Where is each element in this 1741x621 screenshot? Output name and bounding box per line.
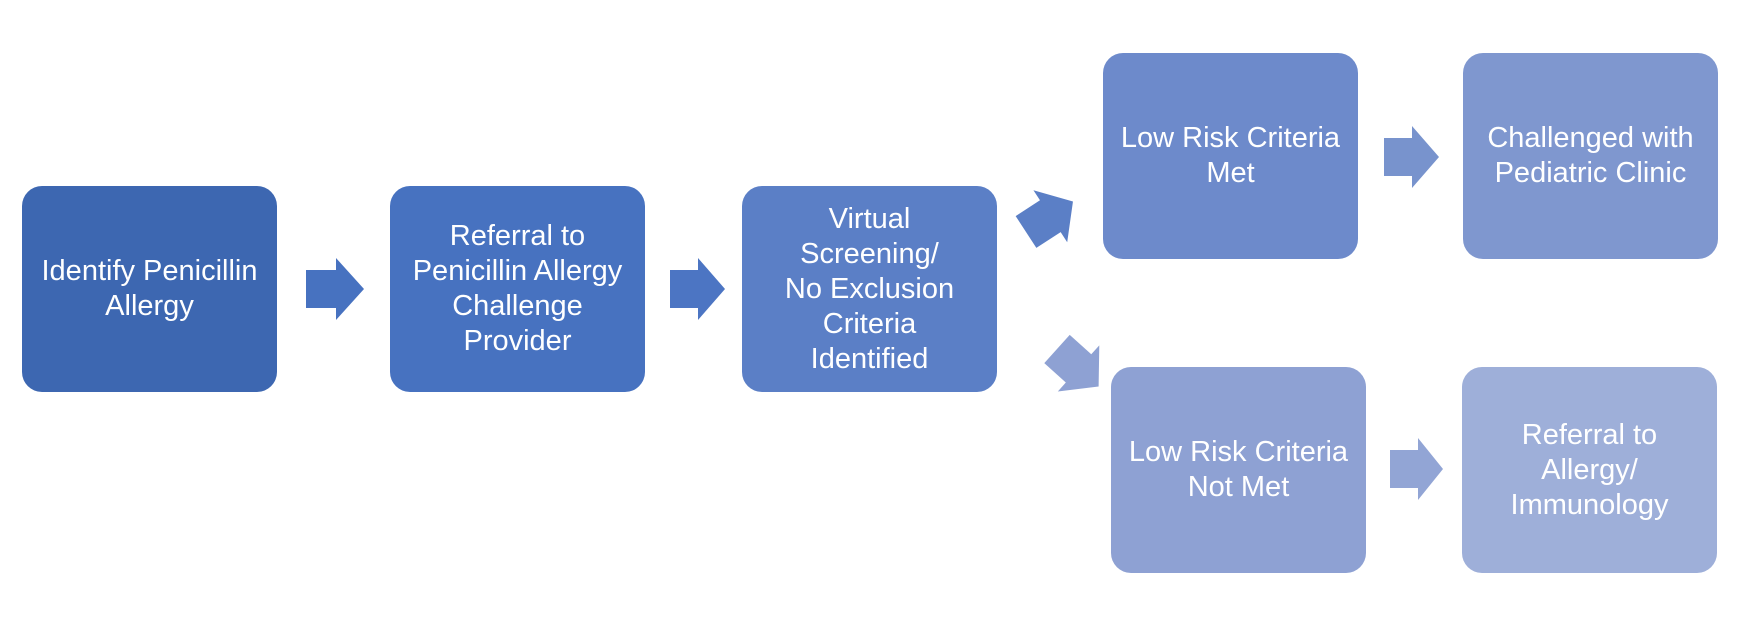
node-identify-penicillin-allergy: Identify Penicillin Allergy: [22, 186, 277, 392]
node-challenged-with-pediatric-clinic: Challenged with Pediatric Clinic: [1463, 53, 1718, 259]
flow-arrow: [1384, 126, 1439, 188]
node-virtual-screening: Virtual Screening/ No Exclusion Criteria…: [742, 186, 997, 392]
node-referral-to-allergy-immunology: Referral to Allergy/ Immunology: [1462, 367, 1717, 573]
flow-arrow: [670, 258, 725, 320]
node-low-risk-criteria-not-met: Low Risk Criteria Not Met: [1111, 367, 1366, 573]
flow-arrow: [1044, 334, 1100, 392]
node-low-risk-criteria-met: Low Risk Criteria Met: [1103, 53, 1358, 259]
flow-arrow: [1015, 190, 1073, 248]
flow-arrow: [306, 258, 364, 320]
flow-arrow: [1390, 438, 1443, 500]
node-referral-to-challenge-provider: Referral to Penicillin Allergy Challenge…: [390, 186, 645, 392]
